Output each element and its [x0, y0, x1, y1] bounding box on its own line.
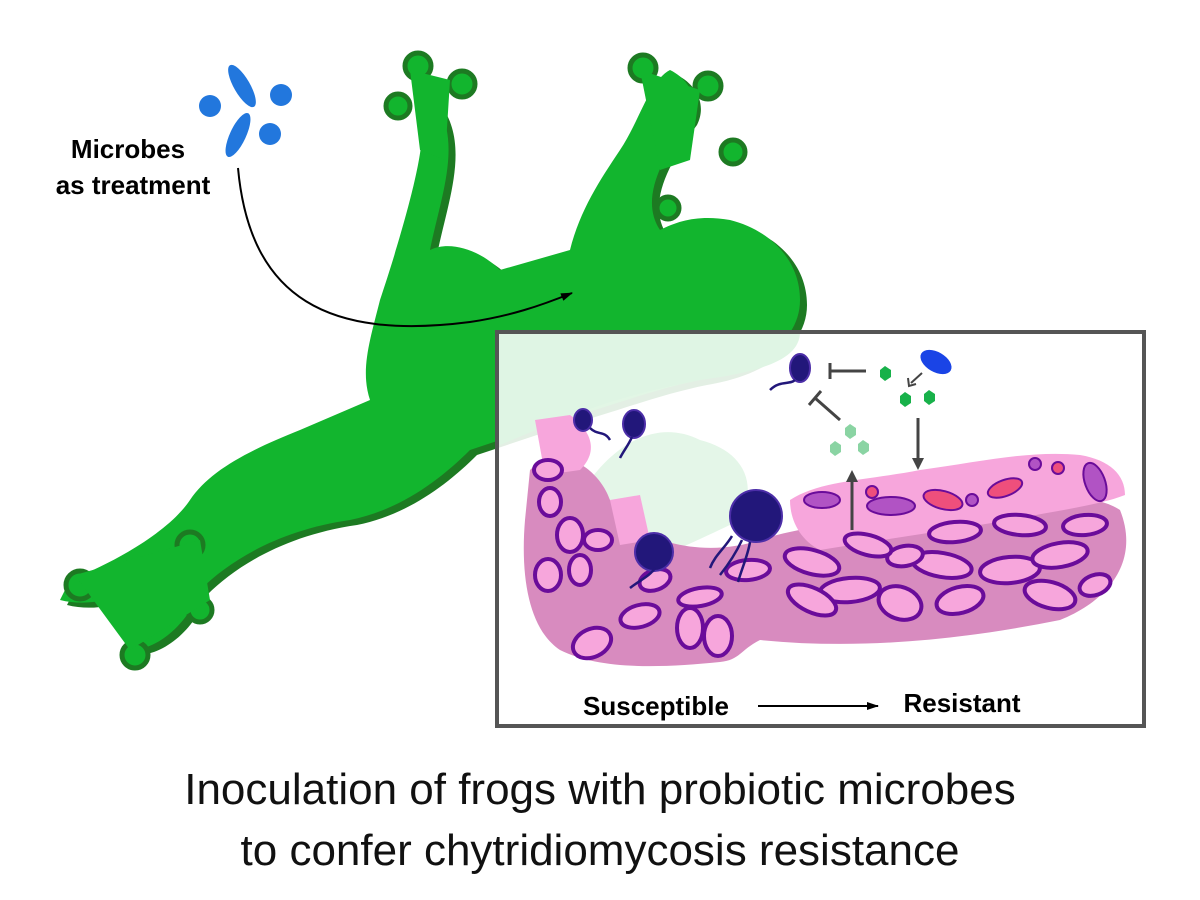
susceptible-label: Susceptible	[583, 691, 729, 721]
probiotic-bacterium-icon	[920, 349, 952, 375]
caption-line1: Inoculation of frogs with probiotic micr…	[184, 765, 1016, 814]
treatment-arrow	[237, 167, 573, 328]
treatment-label-line1: Microbes	[71, 134, 185, 164]
frog-illustration	[60, 50, 807, 671]
microbe-icon	[199, 64, 292, 158]
chytrid-zoospore-icon	[573, 353, 811, 572]
caption-line2: to confer chytridiomycosis resistance	[240, 826, 960, 875]
treatment-label-line2: as treatment	[56, 170, 211, 200]
inset-border	[495, 330, 1146, 728]
resistant-label: Resistant	[903, 688, 1020, 718]
skin-inset: Susceptible Resistant	[495, 330, 1146, 728]
metabolite-icon	[880, 366, 935, 407]
skin-tissue-illustration	[523, 415, 1127, 667]
